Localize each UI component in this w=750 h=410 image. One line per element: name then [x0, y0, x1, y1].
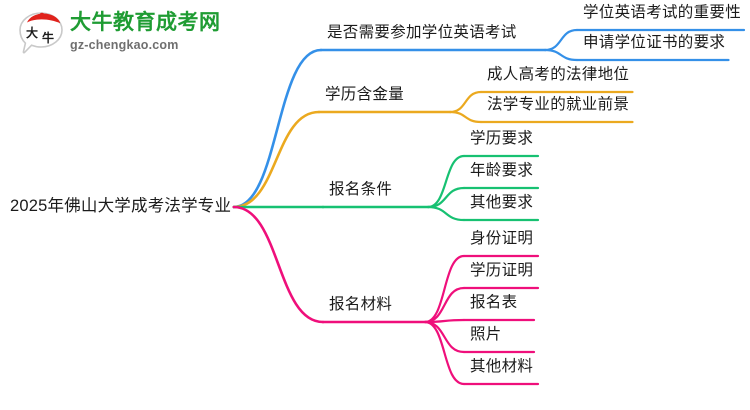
branch-path — [543, 28, 579, 52]
speech-bubble-logo-icon: 大 牛 — [19, 12, 63, 54]
branch-path — [232, 48, 323, 209]
mindmap-sub-label-3-2[interactable]: 年龄要求 — [470, 162, 534, 180]
branch-path — [423, 320, 466, 386]
mindmap-sub-label-1-1[interactable]: 学位英语考试的重要性 — [583, 4, 742, 22]
mindmap-sub-label-4-4[interactable]: 照片 — [470, 326, 502, 344]
mindmap-sub-label-4-3[interactable]: 报名表 — [470, 294, 518, 312]
mindmap-sub-label-2-1[interactable]: 成人高考的法律地位 — [487, 66, 630, 84]
mindmap-branch-label-3[interactable]: 报名条件 — [329, 181, 393, 199]
svg-text:牛: 牛 — [42, 30, 54, 45]
branch-path — [543, 48, 579, 62]
branch-path — [232, 110, 321, 209]
branch-path — [448, 90, 483, 114]
mindmap-branch-label-4[interactable]: 报名材料 — [329, 296, 393, 314]
mindmap-sub-label-4-1[interactable]: 身份证明 — [470, 230, 534, 248]
branch-path — [232, 205, 325, 324]
site-logo: 大 牛 大牛教育成考网 gz-chengkao.com — [18, 8, 248, 58]
mindmap-sub-label-4-2[interactable]: 学历证明 — [470, 262, 534, 280]
logo-text-block: 大牛教育成考网 gz-chengkao.com — [70, 10, 221, 53]
mindmap-sub-label-1-2[interactable]: 申请学位证书的要求 — [583, 34, 726, 52]
mindmap-branch-label-1[interactable]: 是否需要参加学位英语考试 — [327, 24, 517, 42]
branch-path — [423, 320, 466, 354]
mindmap-sub-label-3-3[interactable]: 其他要求 — [470, 194, 534, 212]
logo-title: 大牛教育成考网 — [70, 11, 221, 34]
mindmap-root-label[interactable]: 2025年佛山大学成考法学专业 — [10, 196, 232, 215]
branch-path — [426, 205, 466, 222]
branch-path — [426, 154, 466, 209]
mindmap-sub-label-3-1[interactable]: 学历要求 — [470, 130, 534, 148]
mindmap-sub-label-2-2[interactable]: 法学专业的就业前景 — [487, 96, 630, 114]
mindmap-sub-label-4-5[interactable]: 其他材料 — [470, 358, 534, 376]
mindmap-branch-label-2[interactable]: 学历含金量 — [325, 86, 405, 104]
svg-text:大: 大 — [26, 25, 38, 40]
logo-subtitle-url: gz-chengkao.com — [70, 38, 179, 52]
branch-path — [448, 110, 483, 124]
